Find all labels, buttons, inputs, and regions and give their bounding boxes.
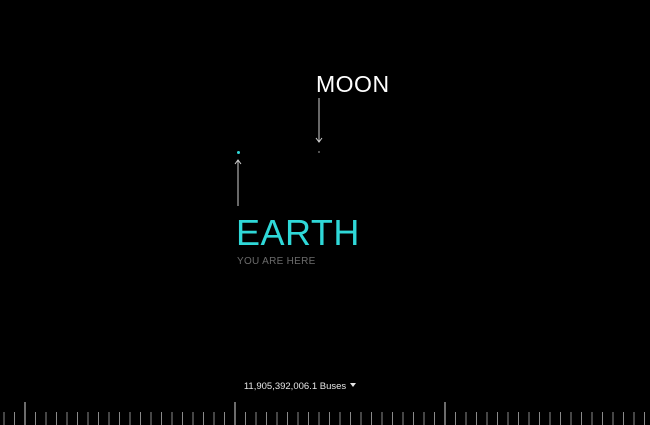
earth-marker[interactable]: [237, 151, 240, 154]
scale-units-selector[interactable]: 11,905,392,006.1 Buses: [0, 381, 600, 393]
ruler-ticks: [3, 402, 645, 425]
distance-ruler[interactable]: [0, 398, 650, 425]
earth-arrow-icon: [234, 159, 242, 206]
moon-marker[interactable]: [318, 151, 320, 153]
moon-arrow-icon: [315, 98, 323, 143]
distance-readout: 11,905,392,006.1 Buses: [243, 381, 347, 392]
moon-label: MOON: [316, 71, 390, 97]
chevron-down-icon[interactable]: [350, 383, 357, 388]
earth-sublabel: YOU ARE HERE: [237, 256, 316, 267]
earth-label: EARTH: [236, 212, 360, 253]
